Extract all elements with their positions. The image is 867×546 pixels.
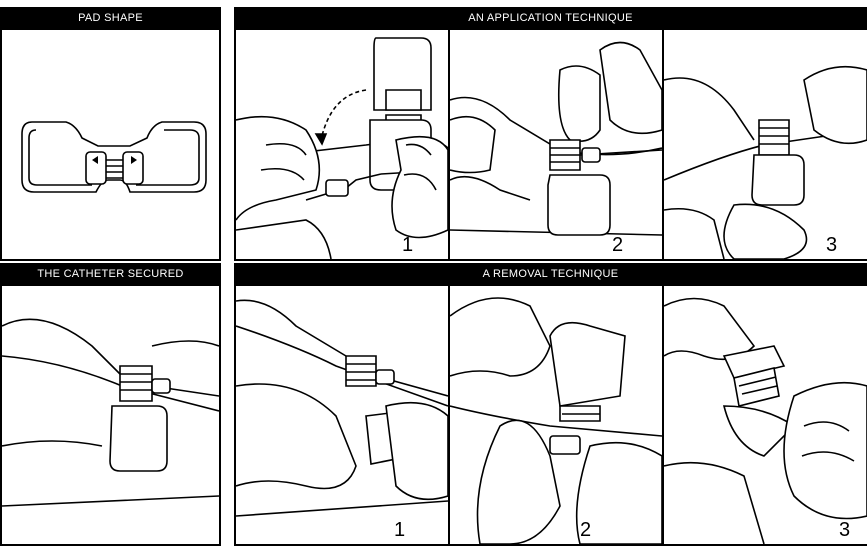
application-step-1-illustration xyxy=(236,30,448,259)
application-step-3-number: 3 xyxy=(826,235,837,255)
application-technique-header: AN APPLICATION TECHNIQUE xyxy=(234,7,867,28)
removal-step-2-illustration xyxy=(450,286,662,544)
removal-step-3-number: 3 xyxy=(839,520,850,540)
removal-step-1-illustration xyxy=(236,286,448,544)
removal-step-1-number: 1 xyxy=(394,520,405,540)
application-step-3-panel: 3 xyxy=(662,28,867,261)
application-step-3-illustration xyxy=(664,30,867,259)
removal-step-3-illustration xyxy=(664,286,867,544)
removal-step-3-panel: 3 xyxy=(662,284,867,546)
removal-step-2-panel: 2 xyxy=(448,284,664,546)
catheter-secured-illustration xyxy=(2,286,219,544)
removal-technique-header: A REMOVAL TECHNIQUE xyxy=(234,263,867,284)
catheter-secured-panel xyxy=(0,284,221,546)
removal-step-1-panel: 1 xyxy=(234,284,450,546)
pad-shape-illustration xyxy=(2,30,219,259)
application-step-2-number: 2 xyxy=(612,235,623,255)
pad-shape-panel xyxy=(0,28,221,261)
application-step-1-number: 1 xyxy=(402,235,413,255)
application-step-2-panel: 2 xyxy=(448,28,664,261)
pad-shape-header: PAD SHAPE xyxy=(0,7,221,28)
application-step-1-panel: 1 xyxy=(234,28,450,261)
application-step-2-illustration xyxy=(450,30,662,259)
catheter-secured-header: THE CATHETER SECURED xyxy=(0,263,221,284)
removal-step-2-number: 2 xyxy=(580,520,591,540)
